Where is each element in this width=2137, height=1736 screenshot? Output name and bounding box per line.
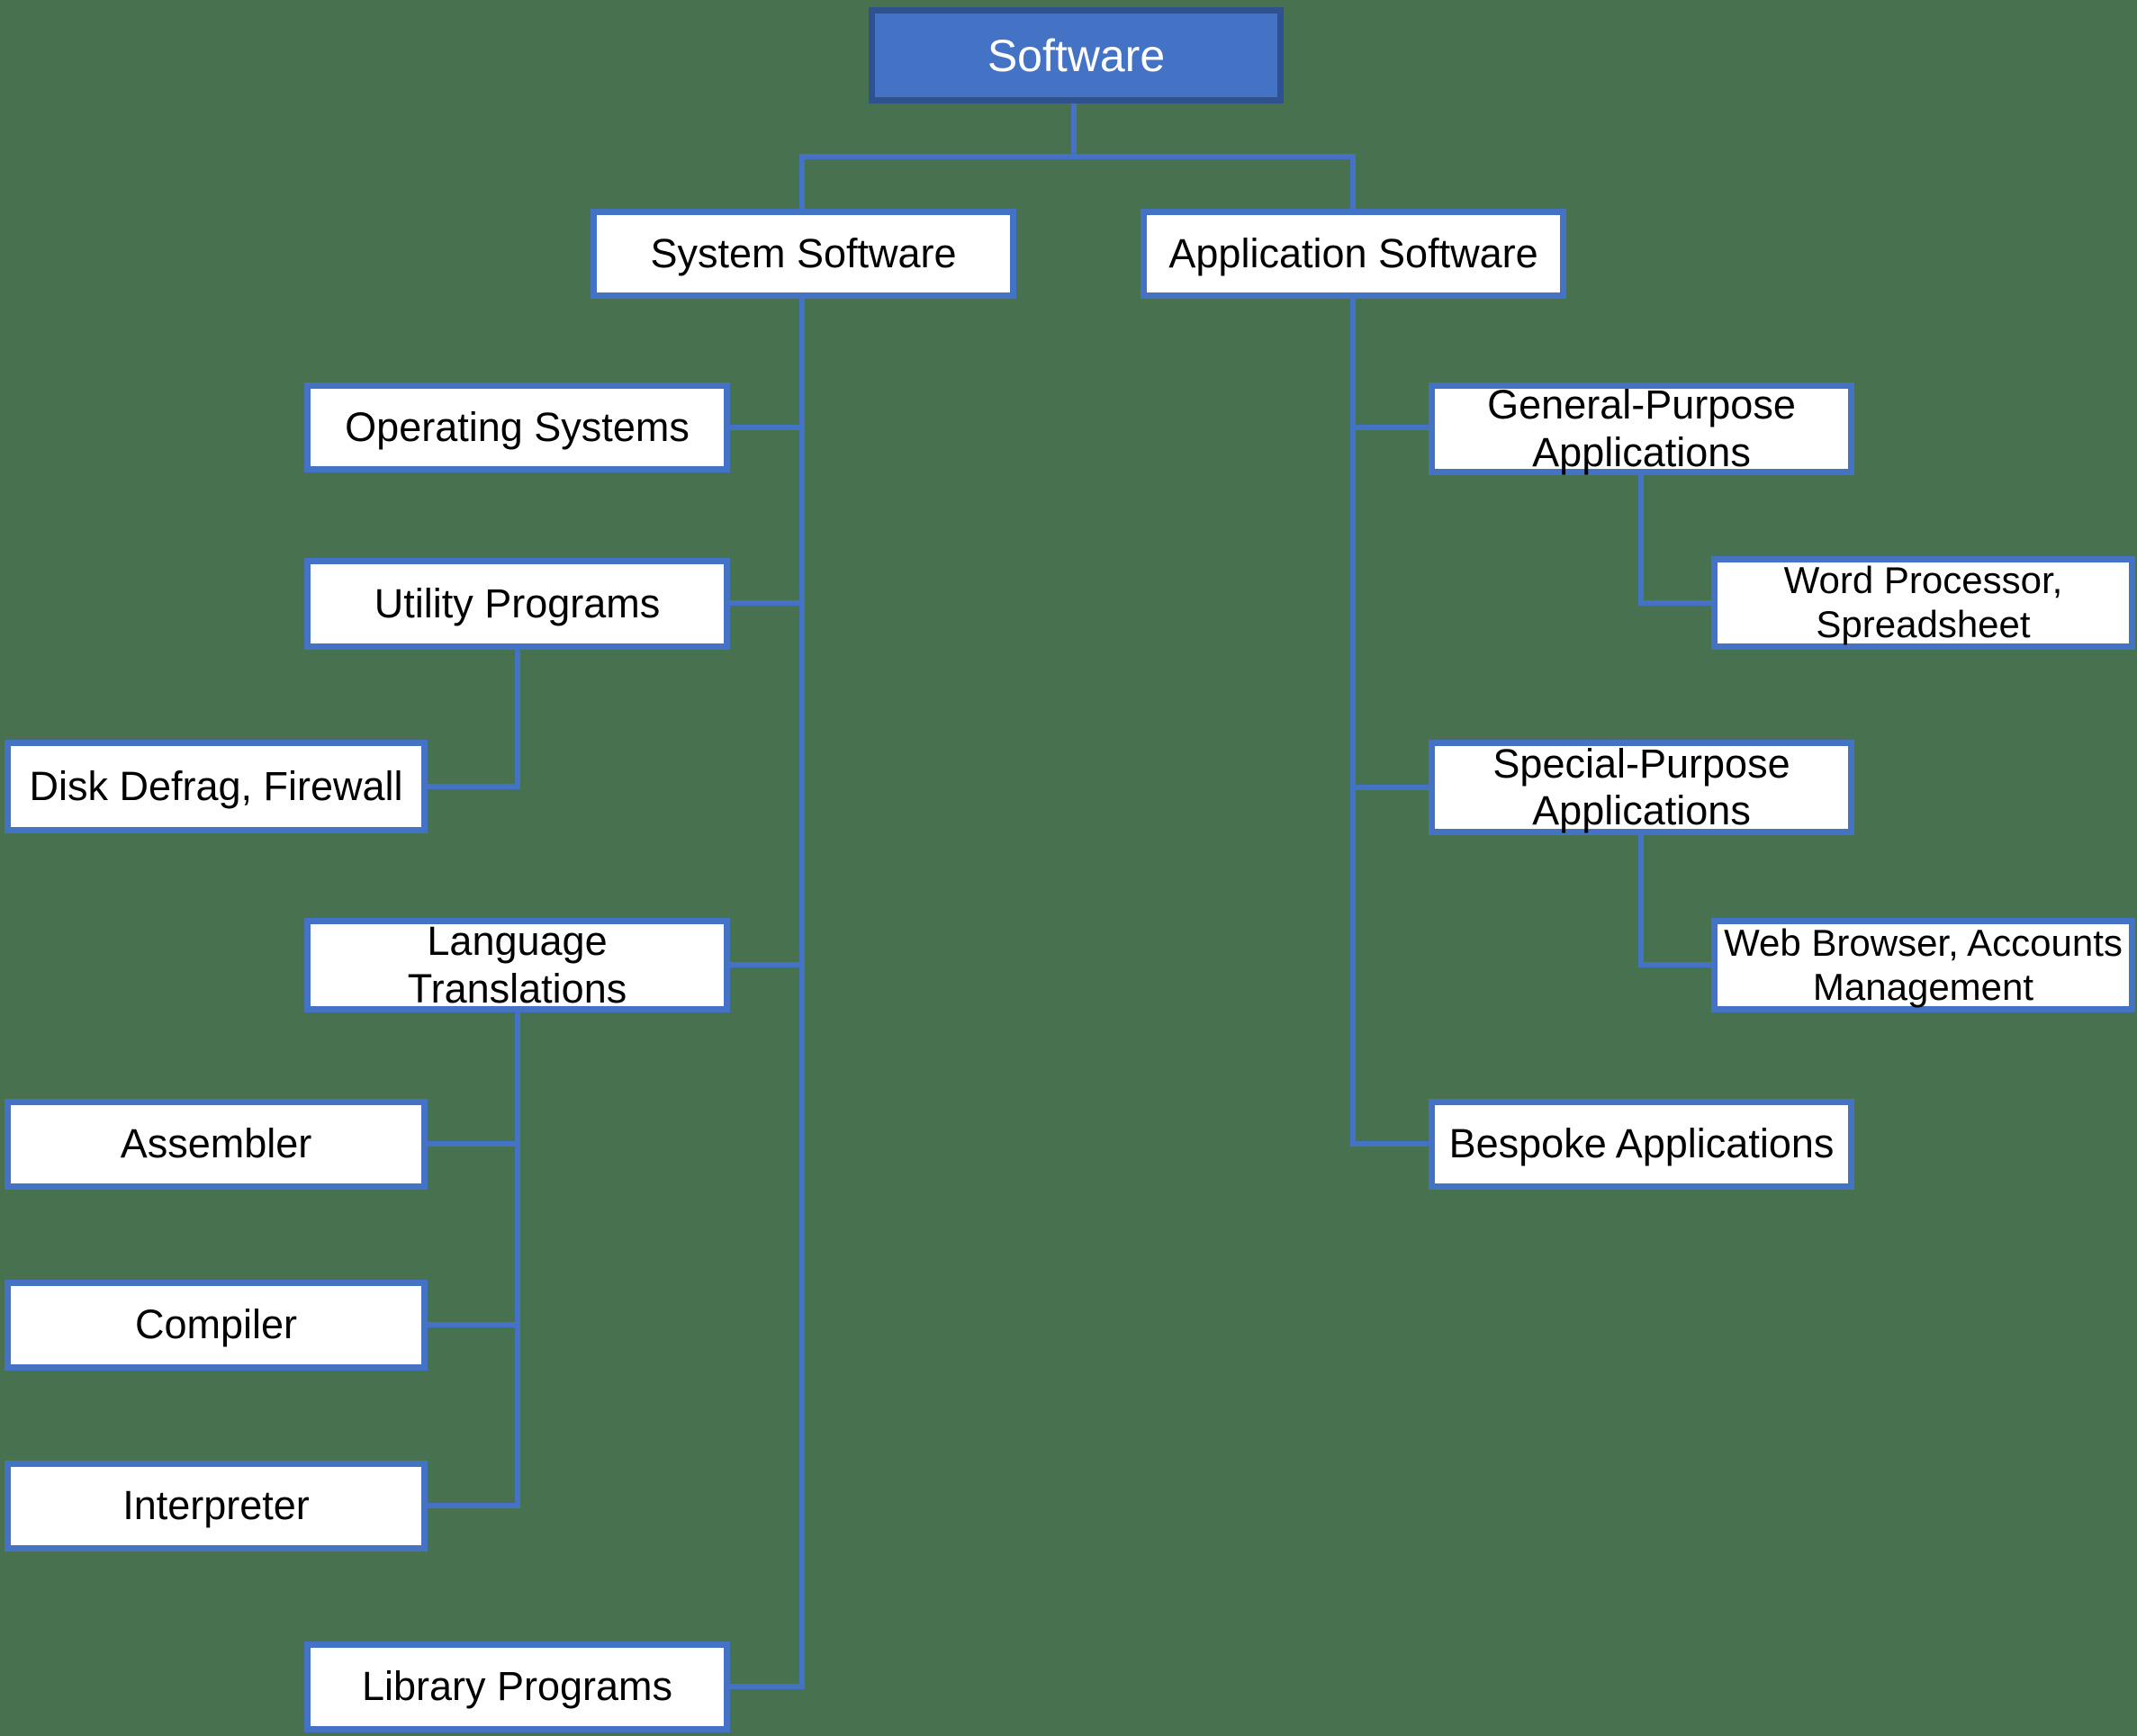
connector-general-subtrunk bbox=[1638, 475, 1644, 606]
connector-web-browser bbox=[1638, 962, 1714, 967]
connector-word-processor bbox=[1638, 600, 1714, 606]
connector-special-subtrunk bbox=[1638, 835, 1644, 966]
node-language-translations: Language Translations bbox=[304, 918, 730, 1012]
node-assembler: Assembler bbox=[5, 1099, 428, 1190]
connector-application-trunk bbox=[1350, 299, 1356, 1147]
node-library-programs: Library Programs bbox=[304, 1642, 730, 1732]
connector-compiler bbox=[428, 1322, 518, 1327]
connector-application-drop bbox=[1350, 154, 1356, 209]
connector-language-translations bbox=[730, 962, 802, 967]
connector-language-subtrunk bbox=[515, 1012, 520, 1508]
connector-root-stub bbox=[1071, 103, 1077, 159]
node-application-software: Application Software bbox=[1141, 209, 1566, 299]
connector-assembler bbox=[428, 1141, 518, 1147]
connector-root-horizontal bbox=[799, 154, 1356, 159]
node-special-purpose-applications: Special-Purpose Applications bbox=[1429, 740, 1854, 835]
connector-library-programs bbox=[730, 1684, 802, 1689]
connector-disk-defrag bbox=[428, 784, 518, 789]
node-bespoke-applications: Bespoke Applications bbox=[1429, 1099, 1854, 1190]
connector-utility-programs bbox=[730, 600, 802, 606]
connector-special-purpose bbox=[1353, 785, 1431, 790]
connector-system-drop bbox=[799, 154, 805, 209]
node-compiler: Compiler bbox=[5, 1280, 428, 1371]
connector-interpreter bbox=[428, 1503, 518, 1508]
node-software: Software bbox=[869, 7, 1284, 103]
node-system-software: System Software bbox=[591, 209, 1016, 299]
connector-bespoke bbox=[1353, 1141, 1431, 1147]
connector-utility-subtrunk bbox=[515, 650, 520, 789]
node-operating-systems: Operating Systems bbox=[304, 382, 730, 472]
connector-system-trunk bbox=[799, 299, 805, 1689]
connector-general-purpose bbox=[1353, 425, 1431, 430]
node-utility-programs: Utility Programs bbox=[304, 558, 730, 650]
node-word-processor-spreadsheet: Word Processor, Spreadsheet bbox=[1711, 556, 2135, 650]
connector-operating-systems bbox=[730, 425, 802, 430]
node-web-browser-accounts-management: Web Browser, Accounts Management bbox=[1711, 918, 2135, 1012]
node-general-purpose-applications: General-Purpose Applications bbox=[1429, 382, 1854, 475]
node-disk-defrag: Disk Defrag, Firewall bbox=[5, 740, 428, 833]
node-interpreter: Interpreter bbox=[5, 1461, 428, 1552]
